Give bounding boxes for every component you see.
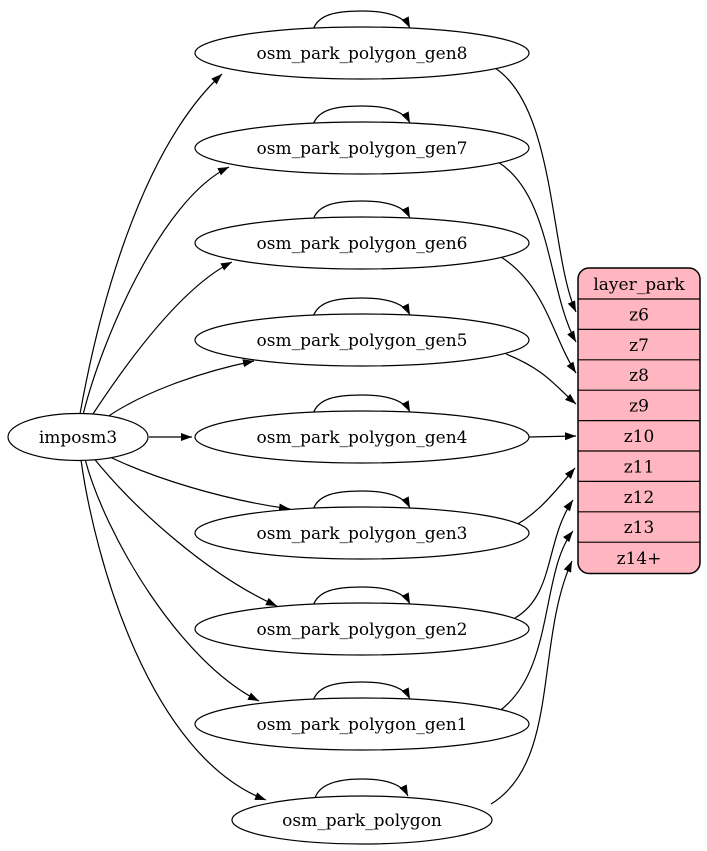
edge-imposm3-gen2: [91, 455, 278, 607]
gen7-label: osm_park_polygon_gen7: [257, 139, 468, 159]
gen1-label: osm_park_polygon_gen1: [257, 715, 468, 735]
layer-park-row-z8: z8: [629, 366, 649, 386]
gen4-ellipse: [194, 410, 530, 464]
node-osm-park-polygon: osm_park_polygon: [231, 795, 493, 845]
self-loop-gen8: [312, 10, 411, 31]
layer-park-row-z10: z10: [624, 427, 655, 447]
gen6-ellipse: [194, 216, 530, 270]
edge-imposm3-gen7: [82, 166, 230, 416]
edge-imposm3-gen8: [79, 73, 223, 415]
layer-park-row-z13: z13: [624, 518, 655, 538]
gen8-ellipse: [194, 26, 530, 80]
edge-imposm3-gen6: [90, 261, 233, 418]
self-loop-gen7: [312, 105, 411, 126]
self-loop-gen4: [312, 394, 411, 415]
layer-park-row-z7: z7: [629, 336, 649, 356]
gen5-ellipse: [194, 313, 530, 367]
osm-park-polygon-ellipse: [231, 795, 493, 845]
gen2-label: osm_park_polygon_gen2: [257, 620, 468, 640]
node-osm-park-polygon-gen6: osm_park_polygon_gen6: [194, 216, 530, 270]
edge-imposm3-gen5: [102, 359, 255, 421]
node-osm-park-polygon-gen8: osm_park_polygon_gen8: [194, 26, 530, 80]
osm-park-polygon-label: osm_park_polygon: [282, 811, 442, 831]
gen2-ellipse: [194, 602, 530, 656]
edges-to-layer-park: [490, 67, 577, 805]
layer-park-row-z12: z12: [624, 488, 655, 508]
node-osm-park-polygon-gen4: osm_park_polygon_gen4: [194, 410, 530, 464]
layer-park-row-z6: z6: [629, 305, 649, 325]
gen7-ellipse: [194, 121, 530, 175]
gen4-label: osm_park_polygon_gen4: [257, 428, 468, 448]
layer-park-title: layer_park: [593, 275, 685, 295]
self-loop-gen2: [312, 586, 411, 607]
layer-park-row-z11: z11: [624, 457, 655, 477]
imposm3-ellipse: [7, 412, 149, 462]
gen6-label: osm_park_polygon_gen6: [257, 234, 468, 254]
edge-gen8-z6: [494, 67, 577, 313]
gen3-ellipse: [194, 506, 530, 560]
edge-gen7-z7: [497, 161, 577, 343]
self-loops: [312, 10, 411, 799]
edge-imposm3-gen1: [84, 458, 260, 702]
self-loop-osm-park-polygon: [314, 778, 409, 799]
node-osm-park-polygon-gen5: osm_park_polygon_gen5: [194, 313, 530, 367]
edge-imposm3-gen3: [99, 451, 291, 512]
node-osm-park-polygon-gen3: osm_park_polygon_gen3: [194, 506, 530, 560]
gen8-label: osm_park_polygon_gen8: [257, 44, 468, 64]
node-osm-park-polygon-gen2: osm_park_polygon_gen2: [194, 602, 530, 656]
edge-gen1-z13: [497, 530, 574, 713]
self-loop-gen6: [312, 200, 411, 221]
edge-gen4-z10: [528, 432, 577, 441]
imposm3-label: imposm3: [39, 428, 117, 448]
gen1-ellipse: [194, 697, 530, 751]
gen3-label: osm_park_polygon_gen3: [257, 524, 468, 544]
self-loop-gen1: [312, 681, 411, 702]
edge-imposm3-osm-park-polygon: [80, 459, 267, 801]
node-osm-park-polygon-gen7: osm_park_polygon_gen7: [194, 121, 530, 175]
edge-gen3-z11: [509, 467, 576, 529]
node-layer-park: layer_park z6 z7 z8 z9 z10 z11 z12 z13 z…: [577, 267, 701, 575]
node-osm-park-polygon-gen1: osm_park_polygon_gen1: [194, 697, 530, 751]
layer-park-row-z9: z9: [629, 397, 649, 417]
edge-gen2-z12: [514, 499, 574, 619]
layer-park-row-z14: z14+: [617, 549, 662, 569]
edge-gen6-z8: [500, 256, 577, 374]
self-loop-gen5: [312, 297, 411, 318]
edge-gen5-z9: [505, 353, 577, 405]
node-imposm3: imposm3: [7, 412, 149, 462]
gen5-label: osm_park_polygon_gen5: [257, 331, 468, 351]
edge-osm-park-polygon-z14: [490, 560, 573, 805]
self-loop-gen3: [312, 490, 411, 511]
edges-from-imposm3: [79, 73, 291, 801]
